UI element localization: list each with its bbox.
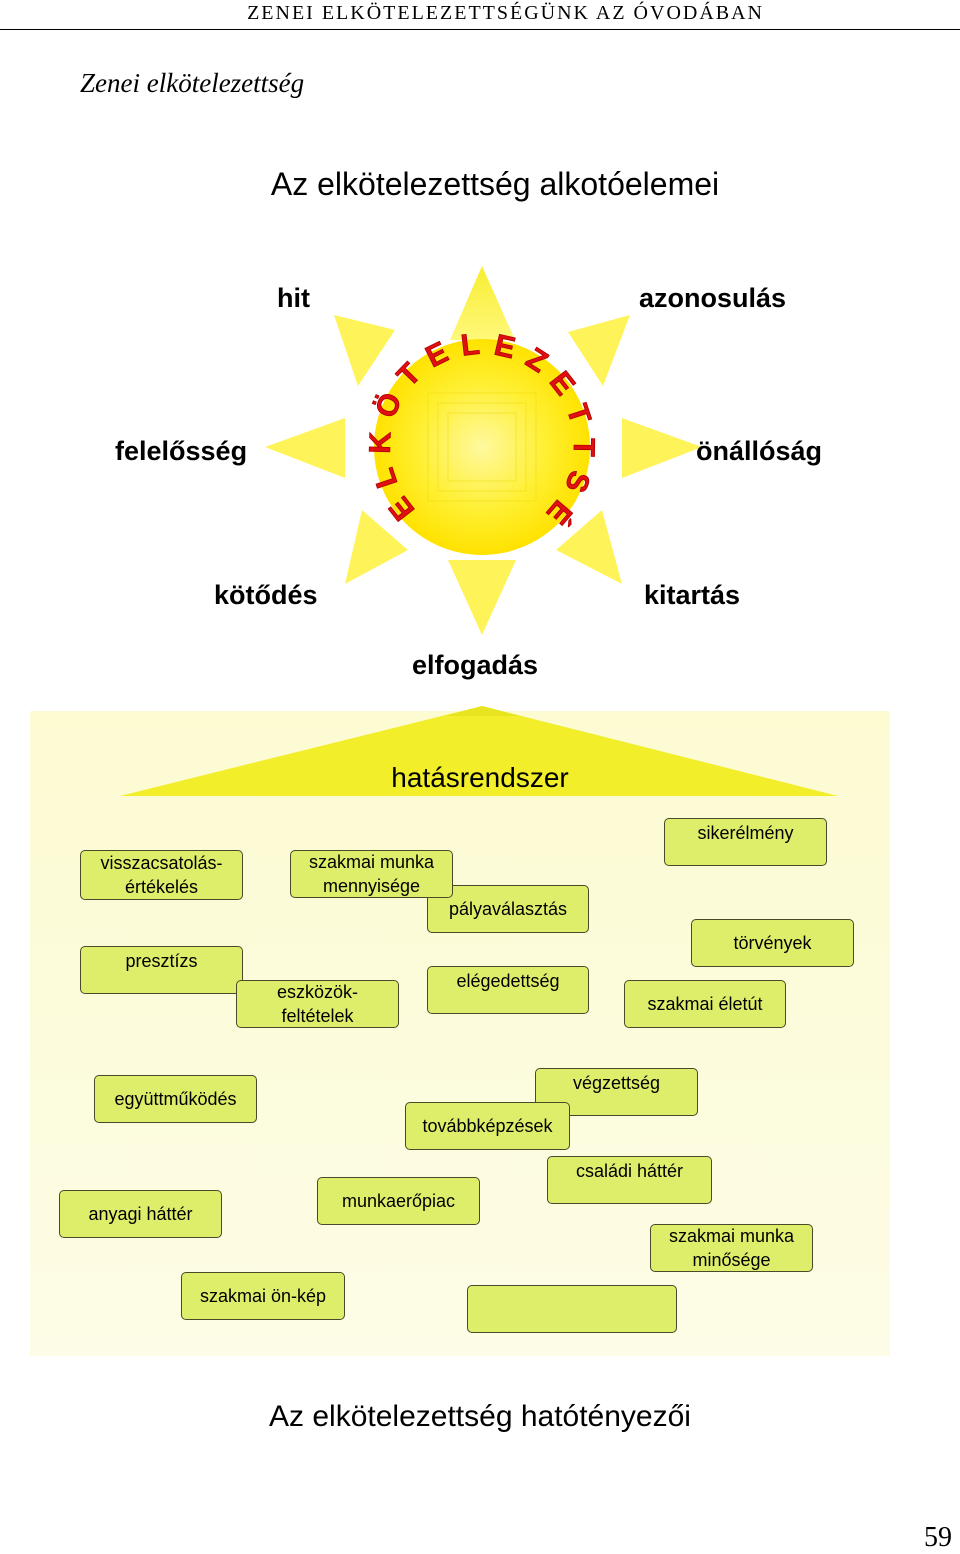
label-onallosag: önállóság bbox=[696, 436, 823, 466]
label-hit: hit bbox=[277, 283, 310, 313]
box-torvenyek: törvények bbox=[691, 919, 854, 967]
box-empty bbox=[467, 1285, 677, 1333]
box-anyagi-hatter: anyagi háttér bbox=[59, 1190, 222, 1238]
components-diagram-title: Az elkötelezettség alkotóelemei bbox=[270, 166, 720, 202]
box-palyavalasztas: pályaválasztás bbox=[427, 885, 589, 933]
box-csaladi-hatter: családi háttér bbox=[547, 1156, 712, 1204]
box-munkaeropiac: munkaerőpiac bbox=[317, 1177, 480, 1225]
box-szakmai-eletut: szakmai életút bbox=[624, 980, 786, 1028]
box-elegedettseg: elégedettség bbox=[427, 966, 589, 1014]
sun-diagram: ELKÖTELEZETTSÉG bbox=[0, 250, 702, 635]
box-vegzettseg: végzettség bbox=[535, 1068, 698, 1116]
factors-caption: Az elkötelezettség hatótényezői bbox=[269, 1400, 691, 1433]
sun-ray-bottom bbox=[448, 560, 516, 635]
box-eszkozok-feltetelek: eszközök-feltételek bbox=[236, 980, 399, 1028]
label-azonosulas: azonosulás bbox=[639, 283, 787, 313]
label-elfogadas: elfogadás bbox=[412, 650, 539, 680]
sun-ray-bottom-right bbox=[556, 510, 622, 584]
running-header: ZENEI ELKÖTELEZETTSÉGÜNK AZ ÓVODÁBAN bbox=[247, 2, 764, 24]
box-visszacsatolas: visszacsatolás-értékelés bbox=[80, 850, 243, 900]
label-kotodes: kötődés bbox=[214, 580, 318, 610]
box-presztizs: presztízs bbox=[80, 946, 243, 994]
header-rule bbox=[0, 29, 960, 30]
sun-ray-bottom-left bbox=[345, 510, 408, 584]
label-felelosseg: felelősség bbox=[115, 436, 248, 466]
sun-ray-top-right bbox=[568, 315, 630, 386]
sun-ray-top bbox=[450, 266, 515, 340]
section-title: Zenei elkötelezettség bbox=[80, 68, 305, 98]
box-tovabbkepzesek: továbbképzések bbox=[405, 1102, 570, 1150]
label-kitartas: kitartás bbox=[644, 580, 741, 610]
sun-ray-right bbox=[622, 418, 702, 478]
page-number: 59 bbox=[924, 1522, 952, 1553]
roof-shape bbox=[120, 706, 838, 796]
box-szakmai-on-kep: szakmai ön-kép bbox=[181, 1272, 345, 1320]
box-egyuttmukodes: együttműködés bbox=[94, 1075, 257, 1123]
box-szakmai-munka-mennyisege: szakmai munka mennyisége bbox=[290, 850, 453, 898]
box-szakmai-munka-minosege: szakmai munka minősége bbox=[650, 1224, 813, 1272]
sun-ray-top-left bbox=[334, 315, 395, 386]
impact-system-title: hatásrendszer bbox=[391, 762, 569, 793]
sun-ray-left bbox=[265, 418, 345, 478]
box-sikerelmeny: sikerélmény bbox=[664, 818, 827, 866]
